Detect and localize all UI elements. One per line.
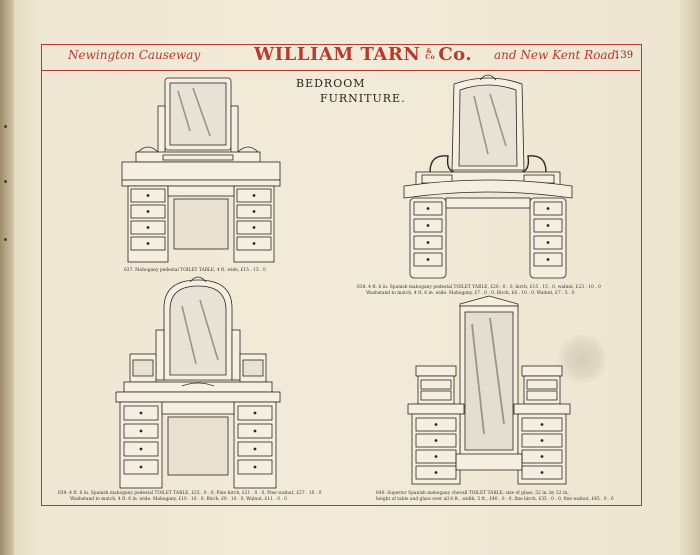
header-rule (41, 70, 640, 71)
company-co: Co. (438, 44, 473, 65)
caption-640-line-1: 640. Superior Spanish mahogany chevall T… (376, 491, 570, 496)
header-left-address: Newington Causeway (68, 48, 201, 62)
header-right-address: and New Kent Road. (494, 48, 620, 62)
page-number: 139 (614, 50, 634, 61)
page-frame (41, 44, 642, 506)
page-title: BEDROOM FURNITURE. (296, 76, 416, 106)
caption-639-line-1: 639. 4 ft. 6 in. Spanish mahogany pedest… (58, 491, 322, 496)
paper-stain (555, 335, 610, 383)
company-name: WILLIAM TARN (254, 44, 421, 65)
illustration-toilet-table-638 (403, 74, 573, 279)
title-line-1: BEDROOM (296, 77, 366, 90)
book-binding (0, 0, 14, 555)
title-line-2: FURNITURE. (320, 92, 406, 105)
caption-637: 637. Mahogany pedestal TOILET TABLE, 4 f… (124, 268, 266, 273)
illustration-toilet-table-637 (121, 77, 281, 263)
caption-638-line-2: Washstand to match, 4 ft. 6 in. wide. Ma… (366, 291, 575, 296)
header-company: WILLIAM TARN & Co Co. (254, 44, 472, 65)
page-edge (680, 0, 700, 555)
caption-639-line-2: Washstand to match, 4 ft. 6 in. wide. Ma… (70, 497, 287, 502)
illustration-toilet-table-640 (407, 295, 571, 485)
company-ampersand: & Co (425, 47, 436, 61)
caption-638-line-1: 638. 4 ft. 6 in. Spanish mahogany pedest… (357, 285, 601, 290)
illustration-toilet-table-639 (115, 276, 281, 489)
caption-640-line-2: height of table and glass over all 6 ft.… (376, 497, 614, 502)
